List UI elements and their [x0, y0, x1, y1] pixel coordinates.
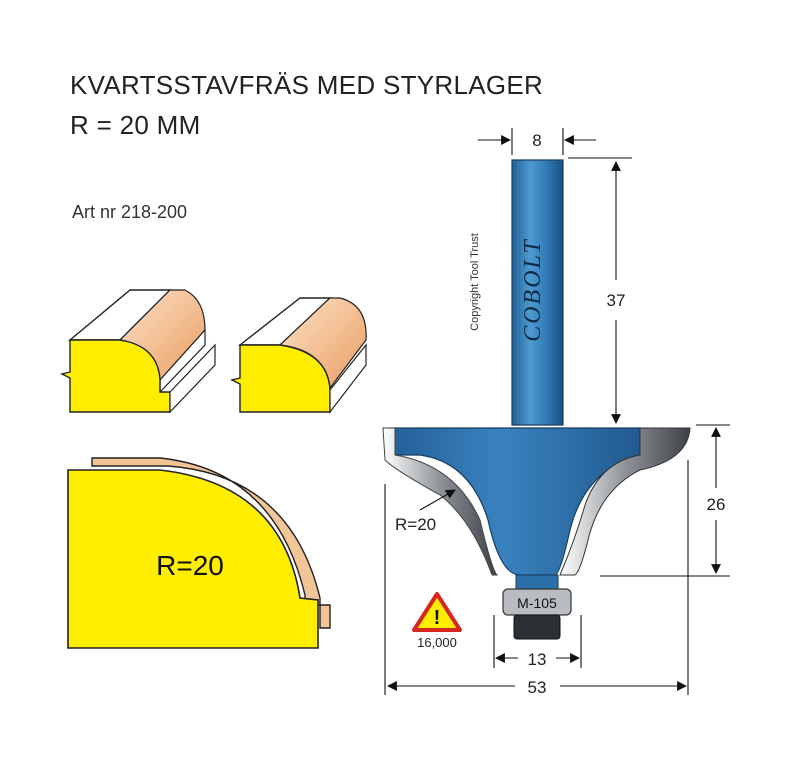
- article-number: Art nr 218-200: [72, 202, 188, 222]
- dim-overall-diameter: 53: [528, 678, 547, 697]
- router-bit: M-105 COBOLT Copyright Tool Trust: [382, 159, 691, 640]
- brand-label: COBOLT: [520, 238, 546, 342]
- radius-profile-front: R=20: [67, 457, 331, 649]
- dim-shank-length: 37: [607, 291, 626, 310]
- profile-radius-label: R=20: [156, 550, 224, 581]
- product-radius-title: R = 20 MM: [70, 110, 201, 140]
- max-rpm-label: 16,000: [417, 635, 457, 650]
- carbide-left: [382, 427, 499, 576]
- dim-bearing-diameter: 13: [528, 650, 547, 669]
- profile-view-with-step: [59, 289, 216, 414]
- shank: [511, 159, 564, 426]
- warning-triangle-icon: [412, 592, 462, 632]
- product-title: KVARTSSTAVFRÄS MED STYRLAGER: [70, 70, 544, 100]
- copyright-label: Copyright Tool Trust: [469, 233, 481, 331]
- dim-radius: R=20: [395, 515, 436, 534]
- rpm-warning: ! 16,000: [412, 592, 462, 650]
- warning-exclamation: !: [434, 607, 441, 629]
- bearing-screw: [513, 614, 561, 640]
- bearing-label: M-105: [517, 595, 557, 611]
- carbide-right: [559, 427, 691, 576]
- dim-shank-diameter: 8: [532, 131, 541, 150]
- profile-view-plain: [229, 297, 367, 414]
- dimensions: [384, 128, 730, 695]
- dim-cutting-height: 26: [707, 495, 726, 514]
